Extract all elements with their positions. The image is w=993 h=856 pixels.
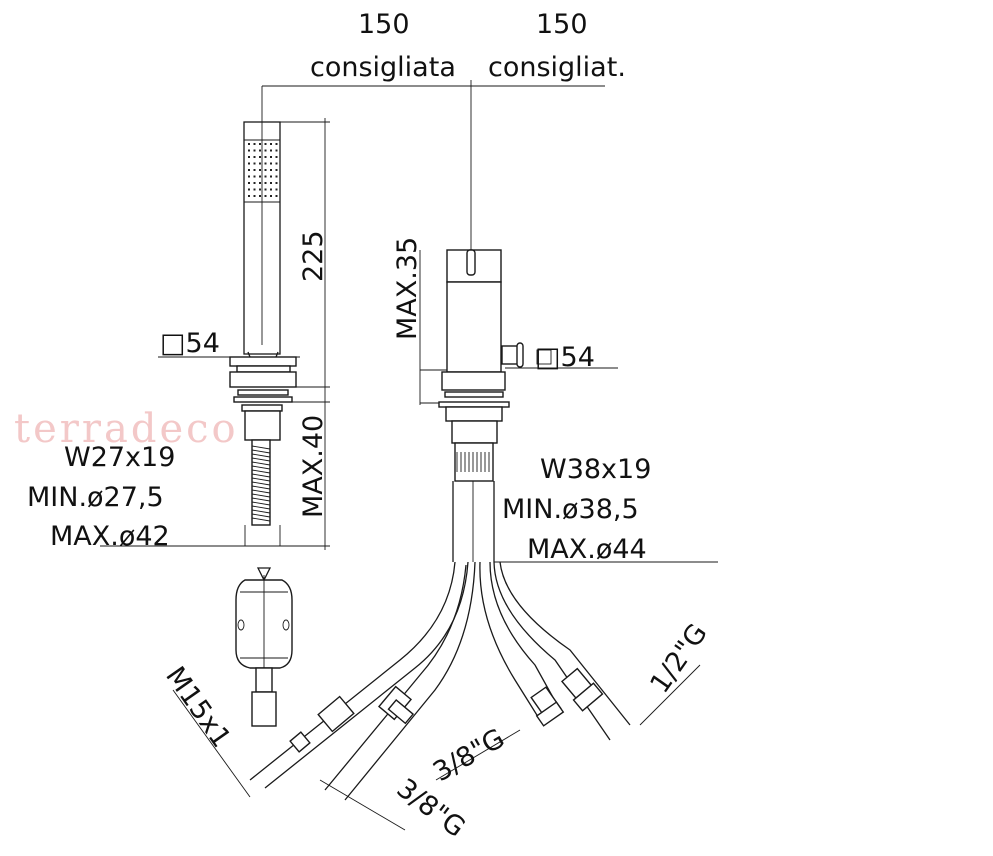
hand-shower-hole-w: W27x19	[64, 442, 175, 473]
spray-nozzle	[259, 143, 261, 145]
spray-nozzle	[259, 169, 261, 171]
mixer-max-deck: MAX.35	[392, 237, 423, 340]
spring-coil	[251, 489, 271, 494]
spray-nozzle	[275, 162, 278, 165]
spray-nozzle	[259, 156, 261, 158]
spray-nozzle	[248, 195, 250, 197]
hand-shower-hole-min: MIN.ø27,5	[27, 482, 164, 513]
spray-nozzle	[248, 143, 250, 145]
spray-nozzle	[264, 195, 267, 197]
spray-nozzle	[264, 175, 267, 178]
spray-nozzle	[270, 195, 272, 197]
spray-nozzle	[253, 149, 256, 152]
right-distance: 150	[536, 9, 588, 40]
spray-nozzle	[270, 156, 272, 158]
spray-nozzle	[253, 169, 256, 171]
spray-nozzle	[253, 182, 256, 184]
hand-shower-max-deck: MAX.40	[298, 415, 329, 518]
spring-coil	[251, 453, 271, 458]
spray-nozzle	[275, 188, 278, 191]
spray-nozzle	[253, 175, 256, 178]
spray-nozzle	[275, 182, 278, 184]
spray-nozzle	[259, 162, 261, 165]
spray-nozzle	[270, 143, 272, 145]
mixer-hole-min: MIN.ø38,5	[502, 494, 639, 525]
hose-connector-detail	[235, 567, 293, 727]
watermark: terradeco	[14, 406, 239, 452]
spring-coil	[251, 465, 271, 470]
spring-coil	[251, 449, 271, 454]
hand-shower: 225 MAX.40 □54 W27x19 MIN.ø27,5 MAX.ø42	[27, 118, 330, 552]
spring-coil	[251, 457, 271, 462]
outlet-thread: 1/2"G	[644, 618, 713, 699]
spray-nozzle	[264, 149, 267, 152]
spray-nozzle	[264, 188, 267, 191]
left-distance: 150	[358, 9, 410, 40]
spring-coil	[251, 501, 271, 506]
mixer-hole-max: MAX.ø44	[527, 534, 647, 565]
supply-thread-a: 3/8"G	[391, 773, 471, 844]
spring-coil	[251, 445, 271, 450]
spray-nozzle	[253, 162, 256, 165]
spray-nozzle	[275, 169, 278, 171]
mixer-body: MAX.35 □54 W38x19 MIN.ø38,5 MAX.ø44	[392, 237, 718, 565]
spring-coil	[251, 461, 271, 466]
spray-nozzle	[270, 182, 272, 184]
spray-nozzle	[248, 175, 250, 178]
spray-nozzle	[264, 156, 267, 158]
hand-shower-height: 225	[298, 230, 329, 282]
spring-coil	[251, 513, 271, 518]
spray-nozzle	[248, 188, 250, 191]
spring-coil	[251, 505, 271, 510]
spring-coil	[251, 509, 271, 514]
spray-nozzle	[259, 149, 261, 152]
spray-nozzle	[248, 162, 250, 165]
spray-nozzle	[259, 175, 261, 178]
spray-nozzle	[253, 156, 256, 158]
spray-nozzle	[275, 149, 278, 152]
spray-nozzle	[253, 195, 256, 197]
spray-nozzle	[270, 162, 272, 165]
spray-nozzle	[248, 156, 250, 158]
spray-nozzle	[248, 149, 250, 152]
hand-shower-square: □54	[160, 328, 220, 359]
spring-coil	[251, 469, 271, 474]
spray-nozzle	[270, 175, 272, 178]
hand-shower-hole-max: MAX.ø42	[50, 521, 170, 552]
mixer-hole-w: W38x19	[540, 454, 651, 485]
spring-coil	[251, 477, 271, 482]
spring-coil	[251, 493, 271, 498]
spray-nozzle	[275, 175, 278, 178]
spray-nozzle	[264, 162, 267, 165]
spray-nozzle	[264, 169, 267, 171]
spray-nozzle	[264, 143, 267, 145]
spray-nozzle	[270, 149, 272, 152]
spray-nozzle	[259, 188, 261, 191]
spring-coil	[251, 497, 271, 502]
top-dimension: 150 consigliata 150 consigliat.	[261, 9, 626, 356]
spray-nozzle	[259, 195, 261, 197]
spray-nozzle	[264, 182, 267, 184]
spray-nozzle	[259, 182, 261, 184]
spring-coil	[251, 485, 271, 490]
spray-nozzle	[248, 169, 250, 171]
spray-nozzle	[275, 156, 278, 158]
spring-coil	[251, 473, 271, 478]
shower-hose-thread: M15x1	[159, 661, 236, 753]
left-note: consigliata	[310, 52, 456, 83]
spray-nozzle	[253, 143, 256, 145]
spray-nozzle	[270, 188, 272, 191]
spray-nozzle	[275, 195, 278, 197]
spray-nozzle	[248, 182, 250, 184]
right-note: consigliat.	[488, 52, 626, 83]
spray-nozzle	[275, 143, 278, 145]
spring-coil	[251, 481, 271, 486]
supply-thread-b: 3/8"G	[428, 723, 510, 788]
spray-nozzle	[270, 169, 272, 171]
spring-coil	[251, 517, 271, 522]
spray-nozzle	[253, 188, 256, 191]
